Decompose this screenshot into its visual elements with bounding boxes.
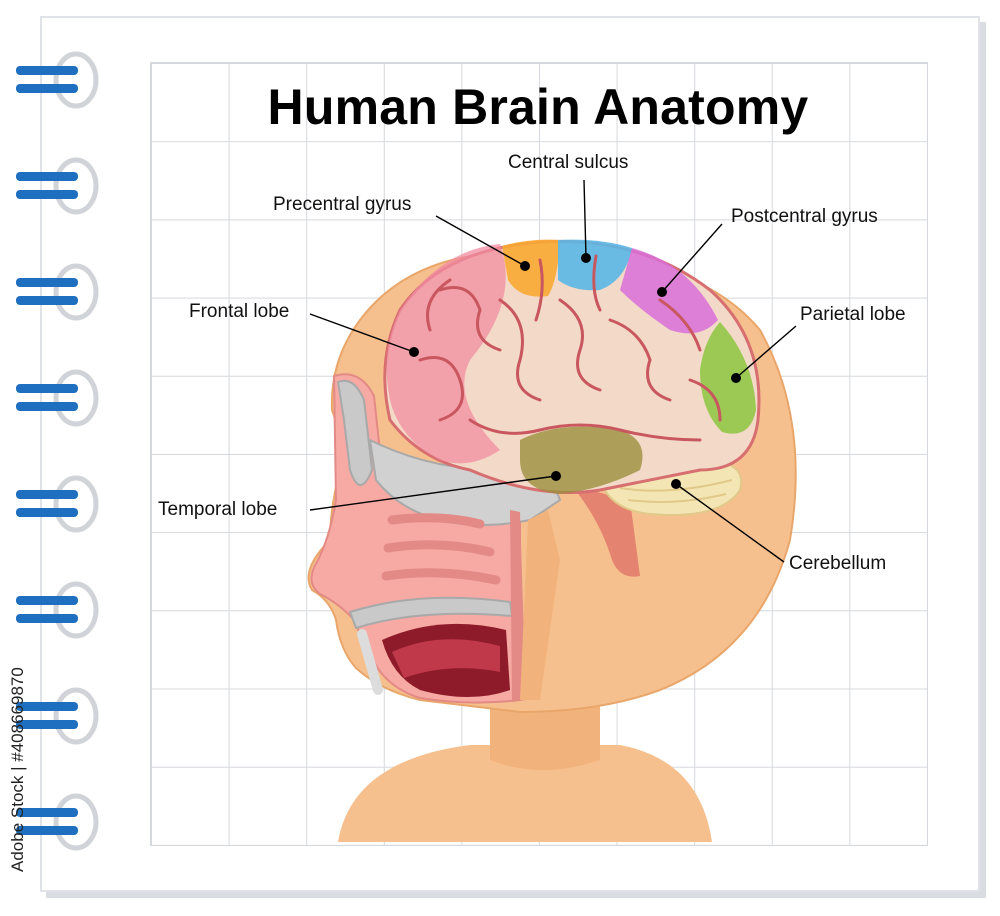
nasal-turbinate	[381, 568, 501, 585]
spiral-binding	[16, 51, 99, 851]
sinus-bone	[336, 379, 374, 486]
tongue	[392, 639, 500, 678]
label-dots	[409, 253, 741, 489]
nasal-turbinate	[383, 540, 495, 557]
label-cerebellum: Cerebellum	[789, 553, 887, 574]
precentral-gyrus	[502, 239, 560, 297]
parietal-lobe	[700, 322, 756, 434]
label-frontal-lobe: Frontal lobe	[189, 301, 290, 322]
label-parietal-lobe: Parietal lobe	[800, 304, 906, 325]
shoulders	[338, 745, 712, 842]
label-postcentral-gyrus: Postcentral gyrus	[731, 206, 878, 227]
binding-ring-icon	[16, 793, 99, 851]
label-precentral-gyrus: Precentral gyrus	[273, 194, 412, 215]
binding-ring-icon	[16, 581, 99, 639]
label-central-sulcus: Central sulcus	[508, 152, 629, 173]
binding-ring-icon	[16, 157, 99, 215]
binding-ring-icon	[16, 369, 99, 427]
binding-ring-icon	[16, 263, 99, 321]
teeth	[357, 629, 383, 695]
gyri-lines	[418, 254, 722, 442]
skull-base	[368, 438, 562, 526]
diagram-title: Human Brain Anatomy	[267, 79, 809, 135]
nasal-turbinate	[387, 513, 485, 529]
spinal-column	[520, 510, 560, 700]
binding-ring-icon	[16, 475, 99, 533]
binding-ring-icon	[16, 51, 99, 109]
brainstem	[572, 486, 640, 577]
stock-id-text: Adobe Stock | #408669870	[8, 667, 27, 872]
stock-watermark: Adobe Stock | #408669870	[4, 667, 34, 872]
throat	[510, 510, 526, 702]
label-temporal-lobe: Temporal lobe	[158, 499, 278, 520]
leader-lines	[309, 179, 797, 563]
binding-ring-icon	[16, 687, 99, 745]
postcentral-gyrus	[620, 248, 718, 334]
